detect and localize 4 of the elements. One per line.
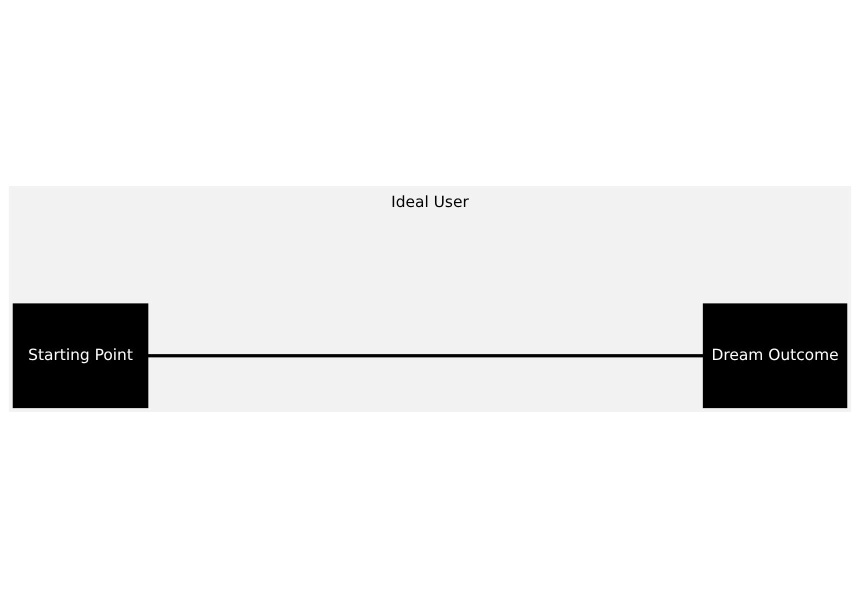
node-box: Starting Point [12, 302, 148, 408]
diagram-title: Ideal User [391, 192, 469, 211]
node-box: Dream Outcome [702, 302, 848, 408]
connector [148, 354, 704, 357]
